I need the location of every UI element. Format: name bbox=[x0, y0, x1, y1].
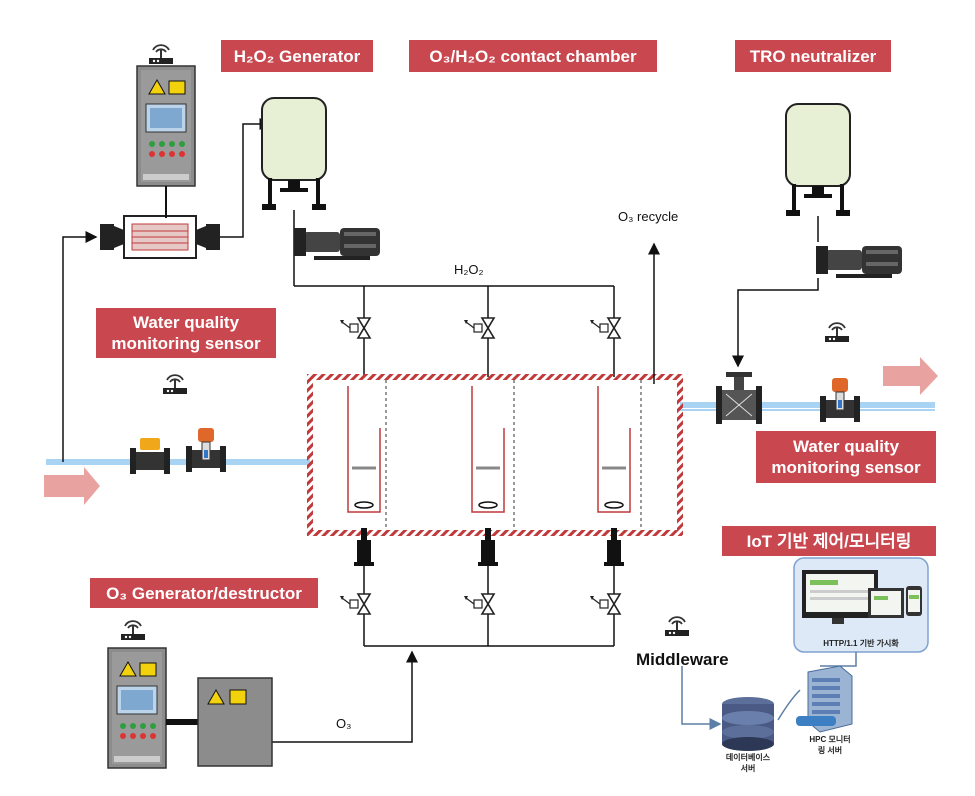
wifi-icon bbox=[821, 317, 853, 347]
outlet-quality-probe bbox=[819, 377, 861, 423]
http-viz-text: HTTP/1.1 기반 가시화 bbox=[823, 639, 899, 648]
static-mixer bbox=[100, 215, 220, 259]
wq-sensor-left-label: Water quality monitoring sensor bbox=[96, 308, 276, 358]
iot-label: IoT 기반 제어/모니터링 bbox=[722, 526, 936, 556]
db-server-line2: 서버 bbox=[740, 764, 756, 773]
o3-valve-3 bbox=[589, 593, 621, 615]
tro-neutralizer-label: TRO neutralizer bbox=[735, 40, 891, 72]
database-icon bbox=[722, 697, 774, 751]
contact-chamber-label: O₃/H₂O₂ contact chamber bbox=[409, 40, 657, 72]
inlet-quality-probe bbox=[185, 427, 227, 473]
h2o2-pump bbox=[294, 228, 380, 260]
contact-chamber bbox=[307, 374, 683, 536]
h2o2-control-panel bbox=[136, 65, 196, 187]
o3-supply-text: O₃ bbox=[336, 716, 352, 731]
middleware-text: Middleware bbox=[636, 650, 729, 669]
o3-supply-line bbox=[270, 650, 418, 743]
wq-sensor-right-line2: monitoring sensor bbox=[771, 458, 921, 477]
inlet-flow-arrow bbox=[44, 467, 100, 505]
outlet-flow-arrow bbox=[883, 357, 938, 395]
tro-valve bbox=[716, 372, 762, 424]
middleware-to-db-line bbox=[681, 666, 722, 730]
o3-valve-2 bbox=[463, 593, 495, 615]
tro-dosing-line bbox=[732, 278, 819, 368]
hpc-server-line2: 링 서버 bbox=[817, 746, 843, 755]
iot-visualization-panel bbox=[793, 557, 929, 653]
wq-sensor-right-line1: Water quality bbox=[792, 437, 900, 456]
o3-generator-label: O₃ Generator/destructor bbox=[90, 578, 318, 608]
wifi-icon bbox=[117, 615, 149, 645]
db-server-text: 데이터베이스 서버 bbox=[718, 752, 778, 774]
server-icon bbox=[796, 665, 853, 733]
tro-tank bbox=[785, 103, 851, 217]
wifi-icon bbox=[661, 611, 693, 641]
mixer-to-tank-line bbox=[220, 118, 272, 238]
h2o2-valve-2 bbox=[463, 317, 495, 339]
wifi-icon bbox=[145, 39, 177, 69]
o3-recycle-text: O₃ recycle bbox=[618, 209, 679, 224]
wq-sensor-left-line2: monitoring sensor bbox=[111, 334, 261, 353]
hpc-server-text: HPC 모니터 링 서버 bbox=[800, 734, 860, 756]
o3-destructor-box bbox=[197, 677, 273, 767]
o3-control-panel bbox=[107, 647, 167, 769]
h2o2-valve-3 bbox=[589, 317, 621, 339]
db-server-line1: 데이터베이스 bbox=[725, 753, 771, 762]
tro-pump bbox=[816, 246, 902, 278]
chamber-internals bbox=[385, 380, 642, 530]
wq-sensor-right-label: Water quality monitoring sensor bbox=[756, 431, 936, 483]
wifi-icon bbox=[159, 369, 191, 399]
h2o2-header-text: H₂O₂ bbox=[454, 262, 484, 277]
chamber-baffles bbox=[347, 386, 631, 513]
inlet-flow-meter bbox=[130, 438, 170, 474]
wq-sensor-left-line1: Water quality bbox=[132, 313, 240, 332]
h2o2-generator-label: H₂O₂ Generator bbox=[221, 40, 373, 72]
o3-valve-1 bbox=[339, 593, 371, 615]
h2o2-valve-1 bbox=[339, 317, 371, 339]
h2o2-tank bbox=[261, 97, 327, 211]
hpc-server-line1: HPC 모니터 bbox=[809, 735, 851, 744]
inlet-branch-line bbox=[62, 231, 98, 462]
